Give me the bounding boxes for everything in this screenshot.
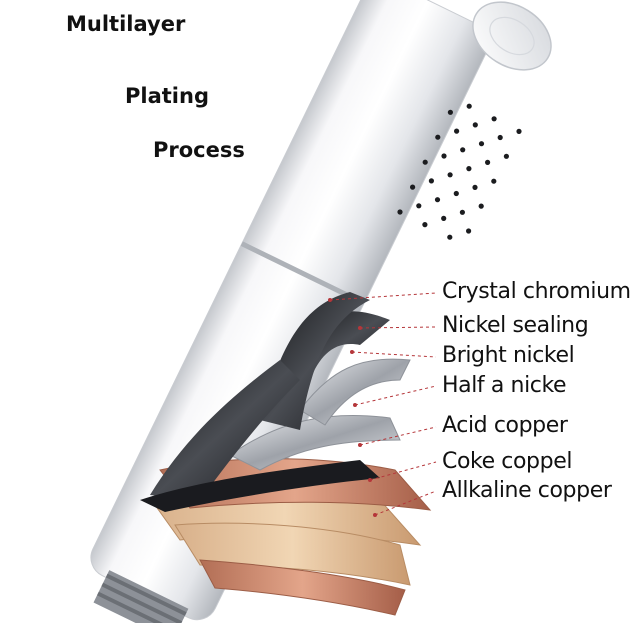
layer-label-half-a-nicke: Half a nicke: [442, 373, 567, 398]
leader-lines: [329, 292, 437, 516]
layer-label-nickel-sealing: Nickel sealing: [442, 313, 589, 338]
spray-hole: [497, 134, 503, 141]
spray-hole: [466, 166, 472, 172]
spray-hole: [503, 153, 509, 159]
spray-hole: [466, 103, 472, 109]
spray-hole: [491, 178, 497, 184]
spray-hole: [472, 122, 478, 128]
spray-hole: [491, 116, 497, 122]
spray-hole: [422, 222, 428, 228]
spray-hole: [410, 184, 416, 190]
spray-hole: [428, 178, 434, 184]
layer-label-allkaline-copper: Allkaline copper: [442, 478, 612, 503]
spray-hole: [441, 153, 447, 159]
spray-hole: [441, 215, 447, 221]
spray-hole: [478, 141, 485, 147]
spray-hole: [422, 159, 428, 165]
spray-holes: [397, 103, 522, 240]
spray-hole: [435, 134, 441, 140]
spray-hole: [459, 209, 465, 215]
plating-layers: [140, 292, 432, 616]
layer-label-bright-nickel: Bright nickel: [442, 343, 575, 368]
headline-line-2: Plating: [125, 84, 209, 108]
layer-label-crystal-chromium: Crystal chromium: [442, 279, 631, 304]
spray-face: [472, 1, 552, 71]
spray-hole: [454, 128, 460, 134]
spray-hole: [434, 197, 441, 203]
spray-hole: [447, 172, 453, 178]
spray-hole: [485, 159, 491, 165]
layer-label-coke-coppel: Coke coppel: [442, 449, 573, 474]
spray-hole: [447, 234, 453, 240]
spray-hole: [416, 203, 422, 209]
spray-hole: [453, 190, 459, 197]
layer-label-acid-copper: Acid copper: [442, 413, 568, 438]
spray-hole: [472, 184, 478, 190]
headline-line-1: Multilayer: [66, 12, 186, 36]
spray-hole: [478, 203, 484, 209]
spray-hole: [460, 147, 466, 153]
spray-hole: [516, 128, 522, 134]
spray-hole: [397, 209, 403, 215]
spray-hole: [466, 228, 472, 234]
spray-hole: [447, 109, 453, 115]
leader-dots: [328, 298, 377, 517]
headline-line-3: Process: [153, 138, 245, 162]
